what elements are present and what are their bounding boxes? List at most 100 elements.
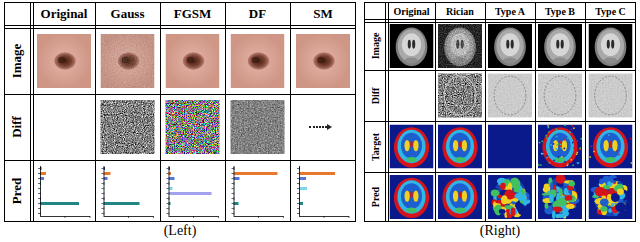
illustration-part (38, 203, 40, 204)
illustration-part (585, 2, 586, 222)
illustration-part (571, 129, 573, 131)
illustration-part (167, 208, 169, 209)
illustration-part (40, 216, 90, 217)
difference-image (538, 74, 582, 118)
illustration-part (65, 216, 66, 218)
illustration-part (499, 209, 506, 214)
column-header: Type C (595, 6, 626, 17)
illustration-part (169, 192, 212, 195)
illustration-part (297, 173, 299, 174)
illustration-part (167, 178, 169, 179)
illustration-part (576, 153, 578, 155)
illustration-part (38, 188, 40, 189)
illustration-part (553, 143, 555, 145)
table-rules (364, 2, 636, 222)
row-header: Pred (369, 187, 380, 207)
illustration-part (611, 40, 614, 49)
illustration-part (548, 127, 550, 128)
illustration-part (442, 127, 477, 167)
column-header: Rician (446, 6, 474, 17)
illustration-part (401, 133, 422, 159)
illustration-part (101, 34, 155, 88)
illustration-part (544, 28, 576, 67)
illustration-part (90, 216, 91, 218)
illustration-part (166, 34, 220, 88)
illustration-part (485, 2, 486, 222)
illustration-part (453, 190, 458, 201)
prediction-bar-chart (167, 166, 219, 218)
illustration-part (589, 74, 633, 118)
row-header: Diff (369, 87, 380, 104)
illustration-part (258, 216, 259, 218)
illustration-part (544, 203, 548, 209)
illustration-part (4, 94, 356, 95)
illustration-part (444, 76, 476, 115)
illustration-part (600, 198, 609, 206)
lesion-image (166, 34, 220, 88)
illustration-part (580, 138, 582, 140)
mri-image (589, 24, 633, 68)
illustration-part (595, 129, 597, 131)
illustration-part (183, 52, 205, 69)
illustration-part (570, 159, 572, 161)
difference-image (589, 74, 633, 118)
illustration-part (102, 208, 104, 209)
illustration-part (38, 183, 40, 184)
row-header: Image (10, 44, 24, 79)
illustration-part (553, 168, 555, 169)
table-rules (4, 2, 356, 222)
illustration-part (521, 189, 525, 195)
column-header: Type B (545, 6, 575, 17)
illustration-part (568, 125, 570, 127)
illustration-part (510, 208, 515, 217)
illustration-part (30, 2, 31, 222)
row-header: Image (369, 33, 380, 60)
illustration-part (555, 157, 566, 162)
illustration-part (561, 40, 564, 49)
illustration-part (594, 178, 627, 217)
illustration-part (297, 208, 299, 209)
illustration-part (449, 183, 470, 209)
prediction-bar-chart (232, 166, 284, 218)
illustration-part (364, 121, 636, 122)
illustration-part (631, 162, 633, 164)
target-segmentation (390, 125, 434, 169)
illustration-part (101, 100, 155, 154)
illustration-part (324, 216, 325, 218)
illustration-part (563, 139, 565, 141)
illustration-part (401, 183, 422, 209)
illustration-part (552, 211, 556, 219)
illustration-part (299, 172, 335, 175)
illustration-part (542, 153, 544, 155)
illustration-part (232, 168, 234, 169)
illustration-part (615, 203, 626, 213)
illustration-part (608, 134, 610, 136)
illustration-part (455, 208, 466, 213)
illustration-part (493, 178, 526, 217)
illustration-part (566, 204, 575, 209)
illustration-part (459, 141, 462, 148)
mri-image (390, 24, 434, 68)
illustration-part (617, 188, 624, 194)
illustration-part (553, 140, 558, 151)
illustration-part (438, 125, 482, 169)
illustration-part (438, 24, 482, 68)
lesion-image (101, 34, 155, 88)
illustration-part (38, 198, 40, 199)
illustration-part (609, 141, 612, 148)
illustration-part (565, 195, 573, 201)
illustration-part (496, 29, 523, 62)
illustration-part (546, 130, 574, 163)
row-header: Target (369, 133, 380, 161)
difference-image (101, 100, 155, 154)
target-segmentation (488, 125, 532, 169)
illustration-part (541, 141, 543, 143)
illustration-part (102, 173, 104, 174)
illustration-part (595, 76, 627, 115)
illustration-part (290, 2, 291, 222)
illustration-part (589, 156, 591, 158)
illustration-part (187, 57, 195, 63)
illustration-part (494, 28, 526, 67)
illustration-part (297, 188, 299, 189)
illustration-part (160, 2, 161, 222)
